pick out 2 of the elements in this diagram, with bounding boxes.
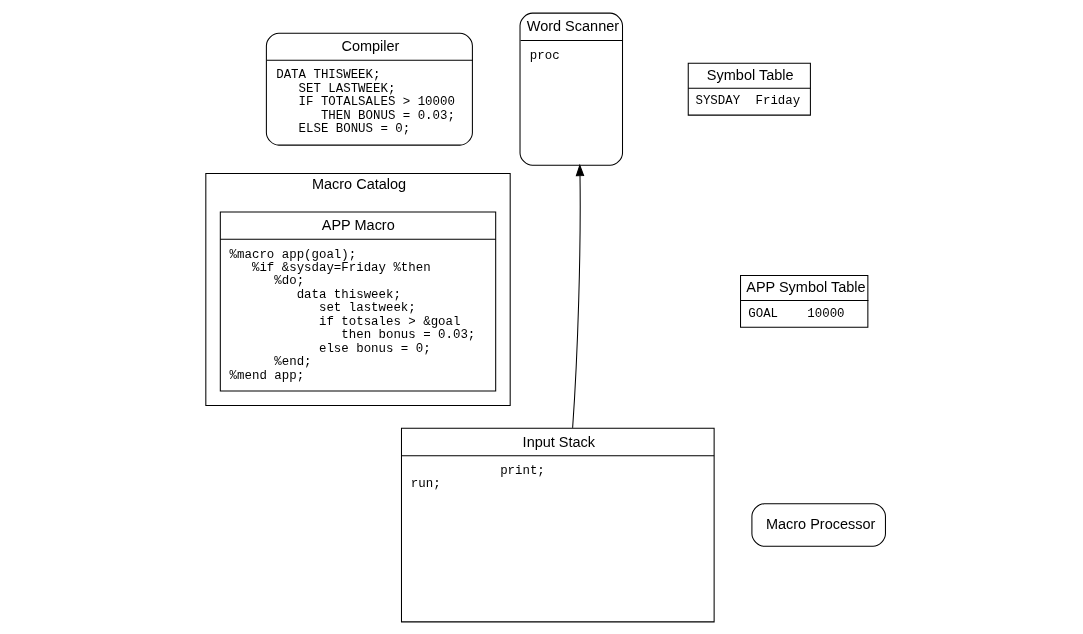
- node-box: Macro Processor: [751, 502, 886, 547]
- arrow: [572, 163, 585, 428]
